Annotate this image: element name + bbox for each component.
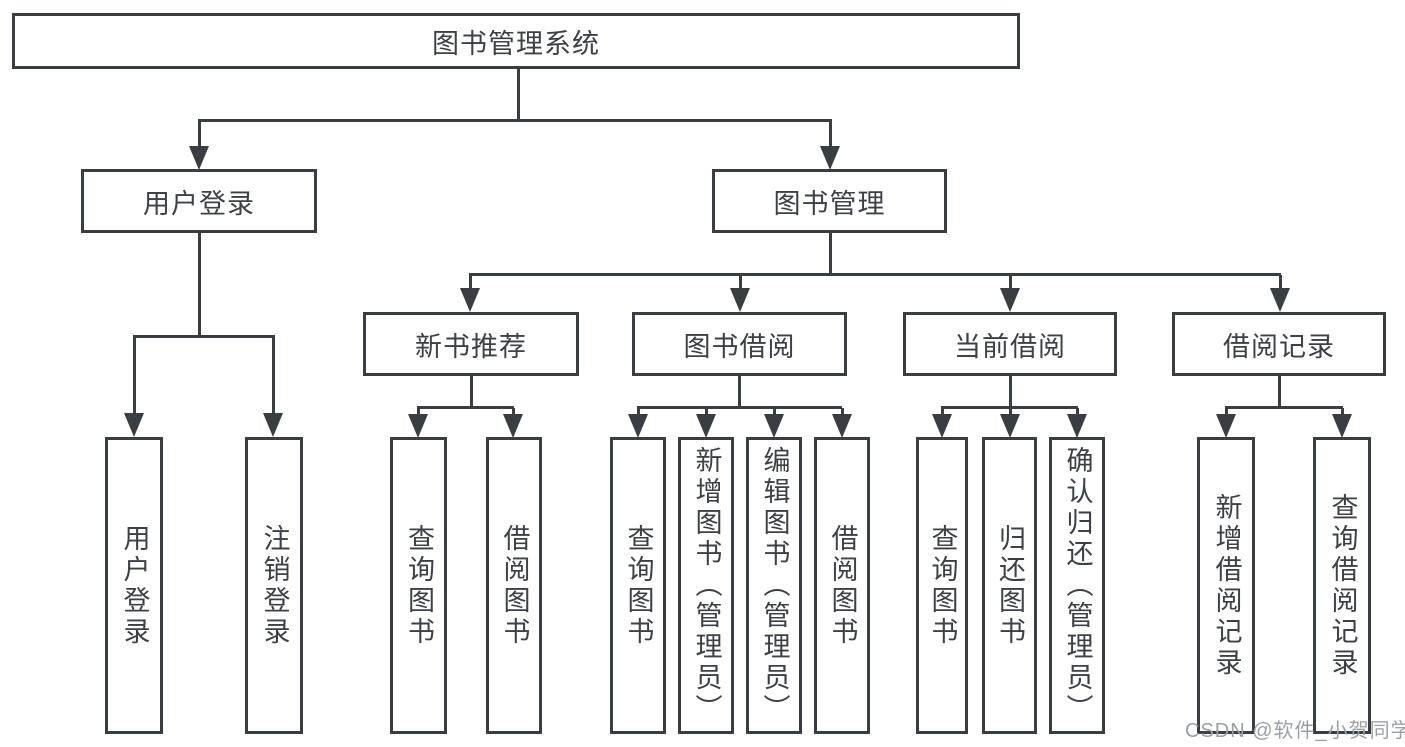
node-root-label: 图书管理系统 <box>432 28 600 59</box>
connector-line <box>517 68 520 119</box>
node-user-login-label: 用户登录 <box>143 188 255 219</box>
connector-line <box>739 275 742 288</box>
leaf-user-login: 用户登录 <box>105 437 163 734</box>
connector-line <box>1278 376 1281 406</box>
connector-line <box>829 121 832 147</box>
arrow-down-icon <box>408 414 428 438</box>
connector-line <box>1009 408 1012 416</box>
leaf-logout: 注销登录 <box>245 437 303 734</box>
leaf-user-login-label: 用户登录 <box>119 523 150 648</box>
node-book-borrow-label: 图书借阅 <box>683 331 796 362</box>
node-current-borrow-label: 当前借阅 <box>954 331 1066 362</box>
arrow-down-icon <box>932 414 952 438</box>
node-borrow-records-label: 借阅记录 <box>1223 331 1335 362</box>
connector-line <box>198 233 201 335</box>
arrow-down-icon <box>1067 414 1087 438</box>
leaf-rec-borrow-book-label: 借阅图书 <box>499 523 530 648</box>
leaf-rec-query-book-label: 查询图书 <box>404 523 434 648</box>
connector-line <box>773 408 776 416</box>
leaf-cb-query-book-label: 查询图书 <box>927 523 958 648</box>
arrow-down-icon <box>189 146 209 170</box>
node-book-mgmt: 图书管理 <box>712 169 947 233</box>
connector-line <box>637 408 640 416</box>
connector-line <box>829 233 832 273</box>
connector-line <box>417 406 514 409</box>
connector-line <box>941 408 944 416</box>
connector-line <box>637 406 842 409</box>
connector-line <box>738 376 741 406</box>
connector-line <box>198 119 832 122</box>
leaf-br-query-record-label: 查询借阅记录 <box>1327 492 1358 679</box>
connector-line <box>133 337 136 413</box>
connector-line <box>705 408 708 416</box>
node-book-borrow: 图书借阅 <box>632 312 847 376</box>
node-root: 图书管理系统 <box>12 13 1020 69</box>
connector-line <box>272 337 275 413</box>
connector-line <box>841 408 844 416</box>
leaf-cb-confirm-return-admin: 确认归还（管理员） <box>1049 437 1105 734</box>
leaf-br-query-record: 查询借阅记录 <box>1313 437 1371 734</box>
leaf-bb-borrow-book: 借阅图书 <box>814 437 870 734</box>
leaf-bb-edit-book-admin-label: 编辑图书（管理员） <box>759 446 790 725</box>
arrow-down-icon <box>1332 414 1352 438</box>
arrow-down-icon <box>1000 414 1020 438</box>
connector-line <box>1341 408 1344 416</box>
connector-line <box>941 406 1078 409</box>
arrow-down-icon <box>730 288 750 312</box>
node-book-mgmt-label: 图书管理 <box>773 188 886 219</box>
connector-line <box>198 121 201 147</box>
leaf-br-add-record: 新增借阅记录 <box>1197 437 1255 734</box>
leaf-br-add-record-label: 新增借阅记录 <box>1211 492 1242 679</box>
arrow-down-icon <box>460 288 480 312</box>
arrow-down-icon <box>1216 414 1236 438</box>
connector-line <box>417 408 420 416</box>
node-new-book-rec: 新书推荐 <box>363 312 579 376</box>
leaf-cb-return-book-label: 归还图书 <box>995 523 1025 648</box>
leaf-bb-add-book-admin-label: 新增图书（管理员） <box>691 446 722 725</box>
leaf-bb-borrow-book-label: 借阅图书 <box>827 523 858 648</box>
arrow-down-icon <box>628 414 648 438</box>
connector-line <box>133 335 275 338</box>
arrow-down-icon <box>1000 288 1020 312</box>
connector-line <box>1279 275 1282 288</box>
leaf-bb-query-book: 查询图书 <box>610 437 666 734</box>
arrow-down-icon <box>503 414 523 438</box>
connector-line <box>1076 408 1079 416</box>
connector-line <box>1009 275 1012 288</box>
leaf-rec-borrow-book: 借阅图书 <box>486 437 542 734</box>
arrow-down-icon <box>124 413 144 437</box>
arrow-down-icon <box>1270 288 1290 312</box>
csdn-watermark: CSDN @软件_小贺同学 <box>1185 720 1405 742</box>
leaf-bb-edit-book-admin: 编辑图书（管理员） <box>746 437 802 734</box>
connector-line <box>470 376 473 406</box>
leaf-bb-add-book-admin: 新增图书（管理员） <box>678 437 734 734</box>
connector-line <box>512 408 515 416</box>
connector-line <box>1225 406 1343 409</box>
leaf-cb-return-book: 归还图书 <box>982 437 1037 734</box>
arrow-down-icon <box>696 414 716 438</box>
connector-line <box>1225 408 1228 416</box>
leaf-cb-query-book: 查询图书 <box>916 437 968 734</box>
leaf-logout-label: 注销登录 <box>259 523 290 648</box>
arrow-down-icon <box>764 414 784 438</box>
connector-line <box>1009 376 1012 406</box>
arrow-down-icon <box>820 146 840 170</box>
connector-line <box>469 275 472 288</box>
connector-line <box>469 273 1281 276</box>
leaf-rec-query-book: 查询图书 <box>390 437 447 734</box>
node-user-login: 用户登录 <box>81 169 317 233</box>
leaf-cb-confirm-return-admin-label: 确认归还（管理员） <box>1062 446 1093 725</box>
arrow-down-icon <box>832 414 852 438</box>
node-borrow-records: 借阅记录 <box>1172 312 1386 376</box>
node-current-borrow: 当前借阅 <box>903 312 1117 376</box>
node-new-book-rec-label: 新书推荐 <box>415 331 527 362</box>
leaf-bb-query-book-label: 查询图书 <box>623 523 654 648</box>
arrow-down-icon <box>263 413 283 437</box>
